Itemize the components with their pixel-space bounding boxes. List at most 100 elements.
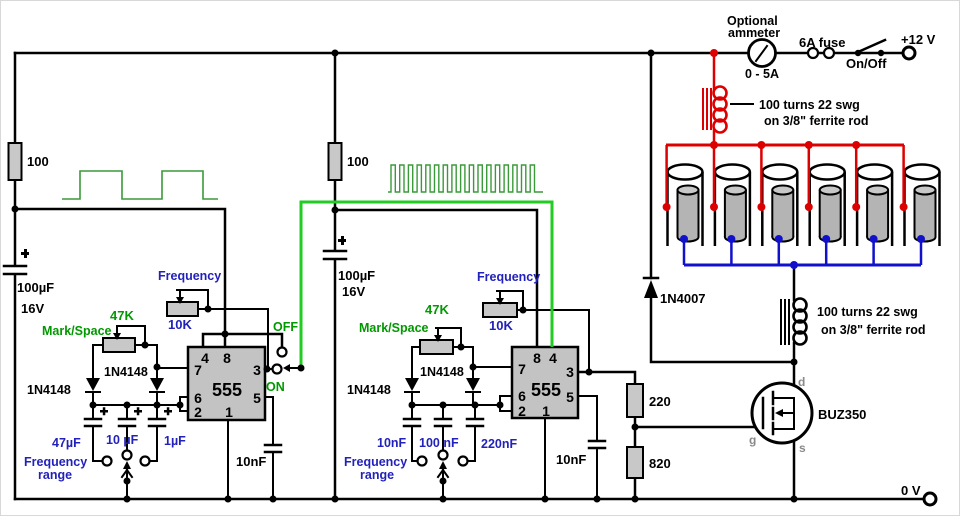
junction-dots — [11, 49, 798, 503]
range-switch-osc1 — [101, 449, 151, 469]
osc1-ms-pot: 47K — [110, 308, 134, 323]
on-off-switch — [854, 38, 887, 57]
cap-10nf-osc2 — [587, 439, 607, 450]
osc2-pin1: 1 — [542, 403, 550, 419]
electrolyser-cells — [666, 163, 941, 246]
pot-wiper-arrow — [496, 298, 504, 305]
ammeter-label-1: Optional — [727, 14, 778, 28]
mosfet-body-arrow — [775, 409, 783, 417]
osc1-pin4: 4 — [201, 350, 209, 366]
osc2-dropper: 100 — [347, 154, 369, 169]
capacitor-100uf-osc2 — [322, 236, 348, 261]
osc2-pin5-cap: 10nF — [556, 452, 586, 467]
range-caps-osc2 — [402, 417, 485, 428]
osc1-sw-off: OFF — [273, 320, 298, 334]
capacitor-100uf-osc1 — [2, 249, 29, 276]
choke-top-line1: 100 turns 22 swg — [759, 98, 860, 112]
mosfet-buz350 — [750, 381, 814, 445]
osc2-pin6: 6 — [518, 388, 526, 404]
pot-10k-osc1 — [166, 301, 199, 317]
osc1-ms-title: Mark/Space — [42, 324, 112, 338]
osc1-cap-b: 10 µF — [106, 433, 139, 447]
wiring — [13, 51, 926, 501]
resistor-220 — [626, 383, 644, 418]
flyback-diode-label: 1N4007 — [660, 291, 706, 306]
osc2-pin2: 2 — [518, 403, 526, 419]
ic-555-osc2 — [510, 345, 580, 420]
osc2-freq-pot: 10K — [489, 318, 513, 333]
waveform-slow — [62, 170, 218, 200]
switch-label: On/Off — [846, 56, 887, 71]
components — [2, 142, 660, 479]
osc2-ms-pot: 47K — [425, 302, 449, 317]
osc1-ic-name: 555 — [212, 380, 242, 400]
plus12v-label: +12 V — [901, 32, 936, 47]
osc2-ms-title: Mark/Space — [359, 321, 429, 335]
choke-top-line2: on 3/8" ferrite rod — [764, 114, 869, 128]
power-input — [747, 38, 938, 507]
osc2-cap-c: 220nF — [481, 437, 517, 451]
osc1-freq-title: Frequency — [158, 269, 221, 283]
osc1-range-2: range — [38, 468, 72, 482]
osc1-pin8: 8 — [223, 350, 231, 366]
osc1-pin1: 1 — [225, 404, 233, 420]
diode-1n4007 — [642, 276, 660, 298]
osc1-pin7: 7 — [194, 362, 202, 378]
ammeter-range: 0 - 5A — [745, 67, 779, 81]
osc2-cap-b: 100 nF — [419, 436, 459, 450]
junction-dot-red — [710, 49, 718, 57]
osc1-pin2: 2 — [194, 404, 202, 420]
resistor-100-osc1 — [7, 142, 23, 181]
osc1-output-switch — [271, 346, 290, 375]
osc1-dropper: 100 — [27, 154, 49, 169]
labels: Optional ammeter 0 - 5A 6A fuse On/Off +… — [17, 14, 936, 498]
diode-1n4148-osc1-a — [85, 378, 101, 393]
osc1-cap-a: 47µF — [52, 436, 81, 450]
cap-10nf-osc1 — [263, 443, 283, 454]
pot-47k-osc1 — [102, 337, 136, 353]
osc2-range-2: range — [360, 468, 394, 482]
resistor-820 — [626, 446, 644, 479]
osc1-diode-b: 1N4148 — [104, 365, 148, 379]
osc1-pin3: 3 — [253, 362, 261, 378]
diode-1n4148-osc2-a — [404, 378, 420, 393]
osc2-pin4: 4 — [549, 350, 557, 366]
fuse-label: 6A fuse — [799, 35, 845, 50]
osc2-filter-cap: 100µF — [338, 268, 375, 283]
mosfet-label: BUZ350 — [818, 407, 866, 422]
mosfet-g: g — [749, 433, 756, 447]
osc1-sw-on: ON — [266, 380, 285, 394]
pot-wiper-arrow — [176, 297, 184, 304]
range-switch-osc2 — [416, 449, 469, 469]
osc1-pin6: 6 — [194, 390, 202, 406]
osc2-pin7: 7 — [518, 361, 526, 377]
osc2-pin5: 5 — [566, 389, 574, 405]
zero-v-terminal — [922, 491, 938, 507]
osc2-diode-a: 1N4148 — [347, 383, 391, 397]
pot-wiper-arrow — [434, 335, 442, 342]
diode-1n4148-osc1-b — [149, 378, 165, 393]
choke-bottom — [780, 297, 808, 346]
pot-10k-osc2 — [482, 302, 518, 318]
r820-label: 820 — [649, 456, 671, 471]
osc2-ic-name: 555 — [531, 380, 561, 400]
junction-dot-blue — [790, 261, 798, 269]
osc1-freq-pot: 10K — [168, 317, 192, 332]
osc2-range-1: Frequency — [344, 455, 407, 469]
choke-bottom-line2: on 3/8" ferrite rod — [821, 323, 926, 337]
osc2-filter-cap-v: 16V — [342, 284, 365, 299]
osc2-cap-a: 10nF — [377, 436, 407, 450]
osc1-filter-cap: 100µF — [17, 280, 54, 295]
ammeter — [747, 38, 777, 68]
diode-1n4148-osc2-b — [465, 378, 481, 393]
waveform-fast — [388, 164, 543, 193]
pot-47k-osc2 — [419, 339, 454, 355]
osc2-freq-title: Frequency — [477, 270, 540, 284]
resistor-100-osc2 — [327, 142, 343, 181]
ic-555-osc1 — [186, 345, 267, 422]
mosfet-d: d — [798, 375, 805, 389]
positive-red-bus — [662, 49, 908, 211]
osc2-pin3: 3 — [566, 364, 574, 380]
